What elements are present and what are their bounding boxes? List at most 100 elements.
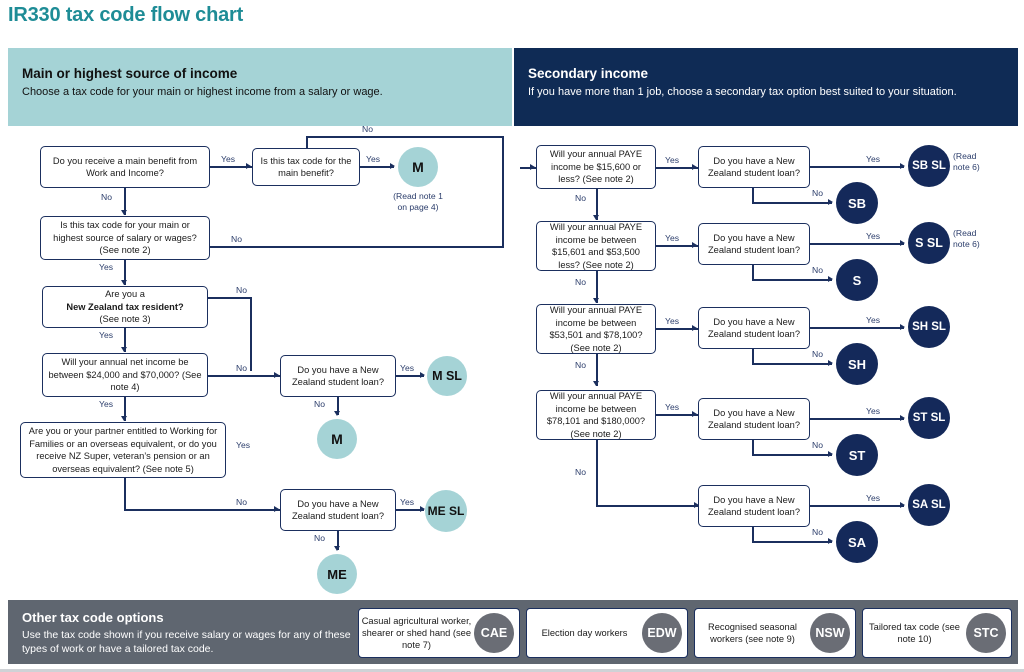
code-circle-s: S: [836, 259, 878, 301]
other-option-card-stc[interactable]: Tailored tax code (see note 10) STC: [862, 608, 1012, 658]
code-circle-sa-sl: SA SL: [908, 484, 950, 526]
arrowhead-secondary-entry: [530, 163, 535, 170]
edge-label-loan-m-yes: Yes: [400, 363, 415, 373]
edge-r4-no-across: [596, 505, 700, 507]
edge-r2-loan-no-down: [752, 265, 754, 281]
edge-label-r3-loan-no: No: [812, 349, 823, 359]
arrowhead-r4-no: [694, 502, 699, 508]
edge-label-q4-no: No: [236, 285, 247, 295]
edge-q1-no: [124, 188, 126, 215]
code-note-m-benefit-line1: (Read note 1: [393, 191, 443, 201]
box-net-income-question[interactable]: Will your annual net income be between $…: [42, 353, 208, 397]
arrowhead-q1-no: [121, 210, 128, 215]
edge-q4-yes: [124, 328, 126, 352]
edge-r1-no: [596, 189, 598, 220]
code-note-s-sl-line2: note 6): [953, 239, 980, 249]
box-main-benefit-question[interactable]: Do you receive a main benefit from Work …: [40, 146, 210, 188]
code-circle-sh-sl: SH SL: [908, 306, 950, 348]
edge-label-r3-loan-yes: Yes: [866, 315, 881, 325]
other-option-code-edw: EDW: [642, 613, 682, 653]
nz-resident-line1: Are you a: [105, 289, 145, 300]
code-note-s-sl-line1: (Read: [953, 228, 977, 238]
arrowhead-r1-loan-no: [828, 199, 833, 205]
other-option-text-stc: Tailored tax code (see note 10): [869, 622, 960, 644]
edge-label-q3-no: No: [231, 234, 242, 244]
edge-q2-no-down: [502, 136, 504, 248]
edge-q3-no: [210, 246, 503, 248]
arrowhead-q1-yes: [246, 162, 251, 169]
box-student-loan-1[interactable]: Do you have a New Zealand student loan?: [698, 146, 810, 188]
bottom-divider: [0, 669, 1024, 672]
box-paye-question-2[interactable]: Will your annual PAYE income be between …: [536, 221, 656, 271]
other-option-card-cae[interactable]: Casual agricultural worker, shearer or s…: [358, 608, 520, 658]
edge-r3-loan-yes: [810, 327, 904, 329]
box-main-benefit-code-question[interactable]: Is this tax code for the main benefit?: [252, 148, 360, 186]
other-options-title: Other tax code options: [22, 610, 164, 625]
edge-r4-loan-yes: [810, 418, 904, 420]
edge-q2-no-up: [306, 136, 308, 149]
arrowhead-q4-yes: [121, 347, 128, 352]
edge-loan-me-yes: [396, 509, 424, 511]
box-working-for-families-question[interactable]: Are you or your partner entitled to Work…: [20, 422, 226, 478]
code-circle-s-sl: S SL: [908, 222, 950, 264]
arrowhead-q6-no: [274, 506, 279, 512]
edge-q2-yes: [360, 166, 394, 168]
edge-label-r4-loan-no: No: [812, 440, 823, 450]
arrowhead-r1-no: [593, 215, 600, 220]
arrowhead-r2-yes: [692, 241, 697, 248]
arrowhead-q3-yes: [121, 280, 128, 285]
arrowhead-r5-loan-yes: [900, 501, 905, 508]
edge-label-r1-yes: Yes: [665, 155, 680, 165]
box-paye-question-1[interactable]: Will your annual PAYE income be $15,600 …: [536, 145, 656, 189]
edge-label-r5-loan-no: No: [812, 527, 823, 537]
other-option-card-nsw[interactable]: Recognised seasonal workers (see note 9)…: [694, 608, 856, 658]
edge-loan-m-no: [337, 397, 339, 415]
box-student-loan-4[interactable]: Do you have a New Zealand student loan?: [698, 398, 810, 440]
arrowhead-loan-me-no: [334, 546, 341, 551]
nz-resident-line2: New Zealand tax resident?: [66, 301, 184, 312]
edge-label-r5-loan-yes: Yes: [866, 493, 881, 503]
edge-q6-no-down: [124, 478, 126, 511]
code-note-sb-sl-line1: (Read: [953, 151, 977, 161]
box-paye-question-4[interactable]: Will your annual PAYE income be between …: [536, 390, 656, 440]
other-option-text-cae: Casual agricultural worker, shearer or s…: [361, 616, 472, 650]
edge-q4-no-down: [250, 297, 252, 371]
box-paye-question-3[interactable]: Will your annual PAYE income be between …: [536, 304, 656, 354]
edge-q5-yes: [124, 397, 126, 421]
secondary-income-header: Secondary income If you have more than 1…: [514, 48, 1018, 126]
box-main-source-question[interactable]: Is this tax code for your main or highes…: [40, 216, 210, 260]
edge-label-r1-no: No: [575, 193, 586, 203]
edge-label-q6-yes: Yes: [236, 440, 251, 450]
edge-r2-yes: [656, 245, 698, 247]
edge-r1-loan-yes: [810, 166, 904, 168]
box-student-loan-3[interactable]: Do you have a New Zealand student loan?: [698, 307, 810, 349]
box-student-loan-m[interactable]: Do you have a New Zealand student loan?: [280, 355, 396, 397]
edge-label-q6-no: No: [236, 497, 247, 507]
arrowhead-r4-yes: [692, 410, 697, 417]
edge-q6-no-across: [124, 509, 281, 511]
other-option-card-edw[interactable]: Election day workers EDW: [526, 608, 688, 658]
edge-r2-no: [596, 271, 598, 303]
edge-r2-loan-yes: [810, 243, 904, 245]
box-nz-tax-resident-question[interactable]: Are you a New Zealand tax resident? (See…: [42, 286, 208, 328]
arrowhead-r4-loan-no: [828, 451, 833, 457]
arrowhead-loan-m-no: [334, 411, 341, 416]
code-circle-m: M: [317, 419, 357, 459]
edge-label-loan-me-yes: Yes: [400, 497, 415, 507]
box-student-loan-2[interactable]: Do you have a New Zealand student loan?: [698, 223, 810, 265]
arrowhead-r3-loan-yes: [900, 323, 905, 330]
code-circle-sh: SH: [836, 343, 878, 385]
edge-label-q4-yes: Yes: [99, 330, 114, 340]
edge-q4-no-across: [208, 297, 252, 299]
arrowhead-r1-yes: [692, 163, 697, 170]
box-student-loan-5[interactable]: Do you have a New Zealand student loan?: [698, 485, 810, 527]
edge-r3-yes: [656, 328, 698, 330]
arrowhead-q5-yes: [121, 416, 128, 421]
edge-label-loan-m-no: No: [314, 399, 325, 409]
box-student-loan-me[interactable]: Do you have a New Zealand student loan?: [280, 489, 396, 531]
edge-label-r1-loan-yes: Yes: [866, 154, 881, 164]
edge-label-q2-yes: Yes: [366, 154, 381, 164]
other-option-text-nsw: Recognised seasonal workers (see note 9): [708, 622, 797, 644]
edge-r1-yes: [656, 167, 698, 169]
